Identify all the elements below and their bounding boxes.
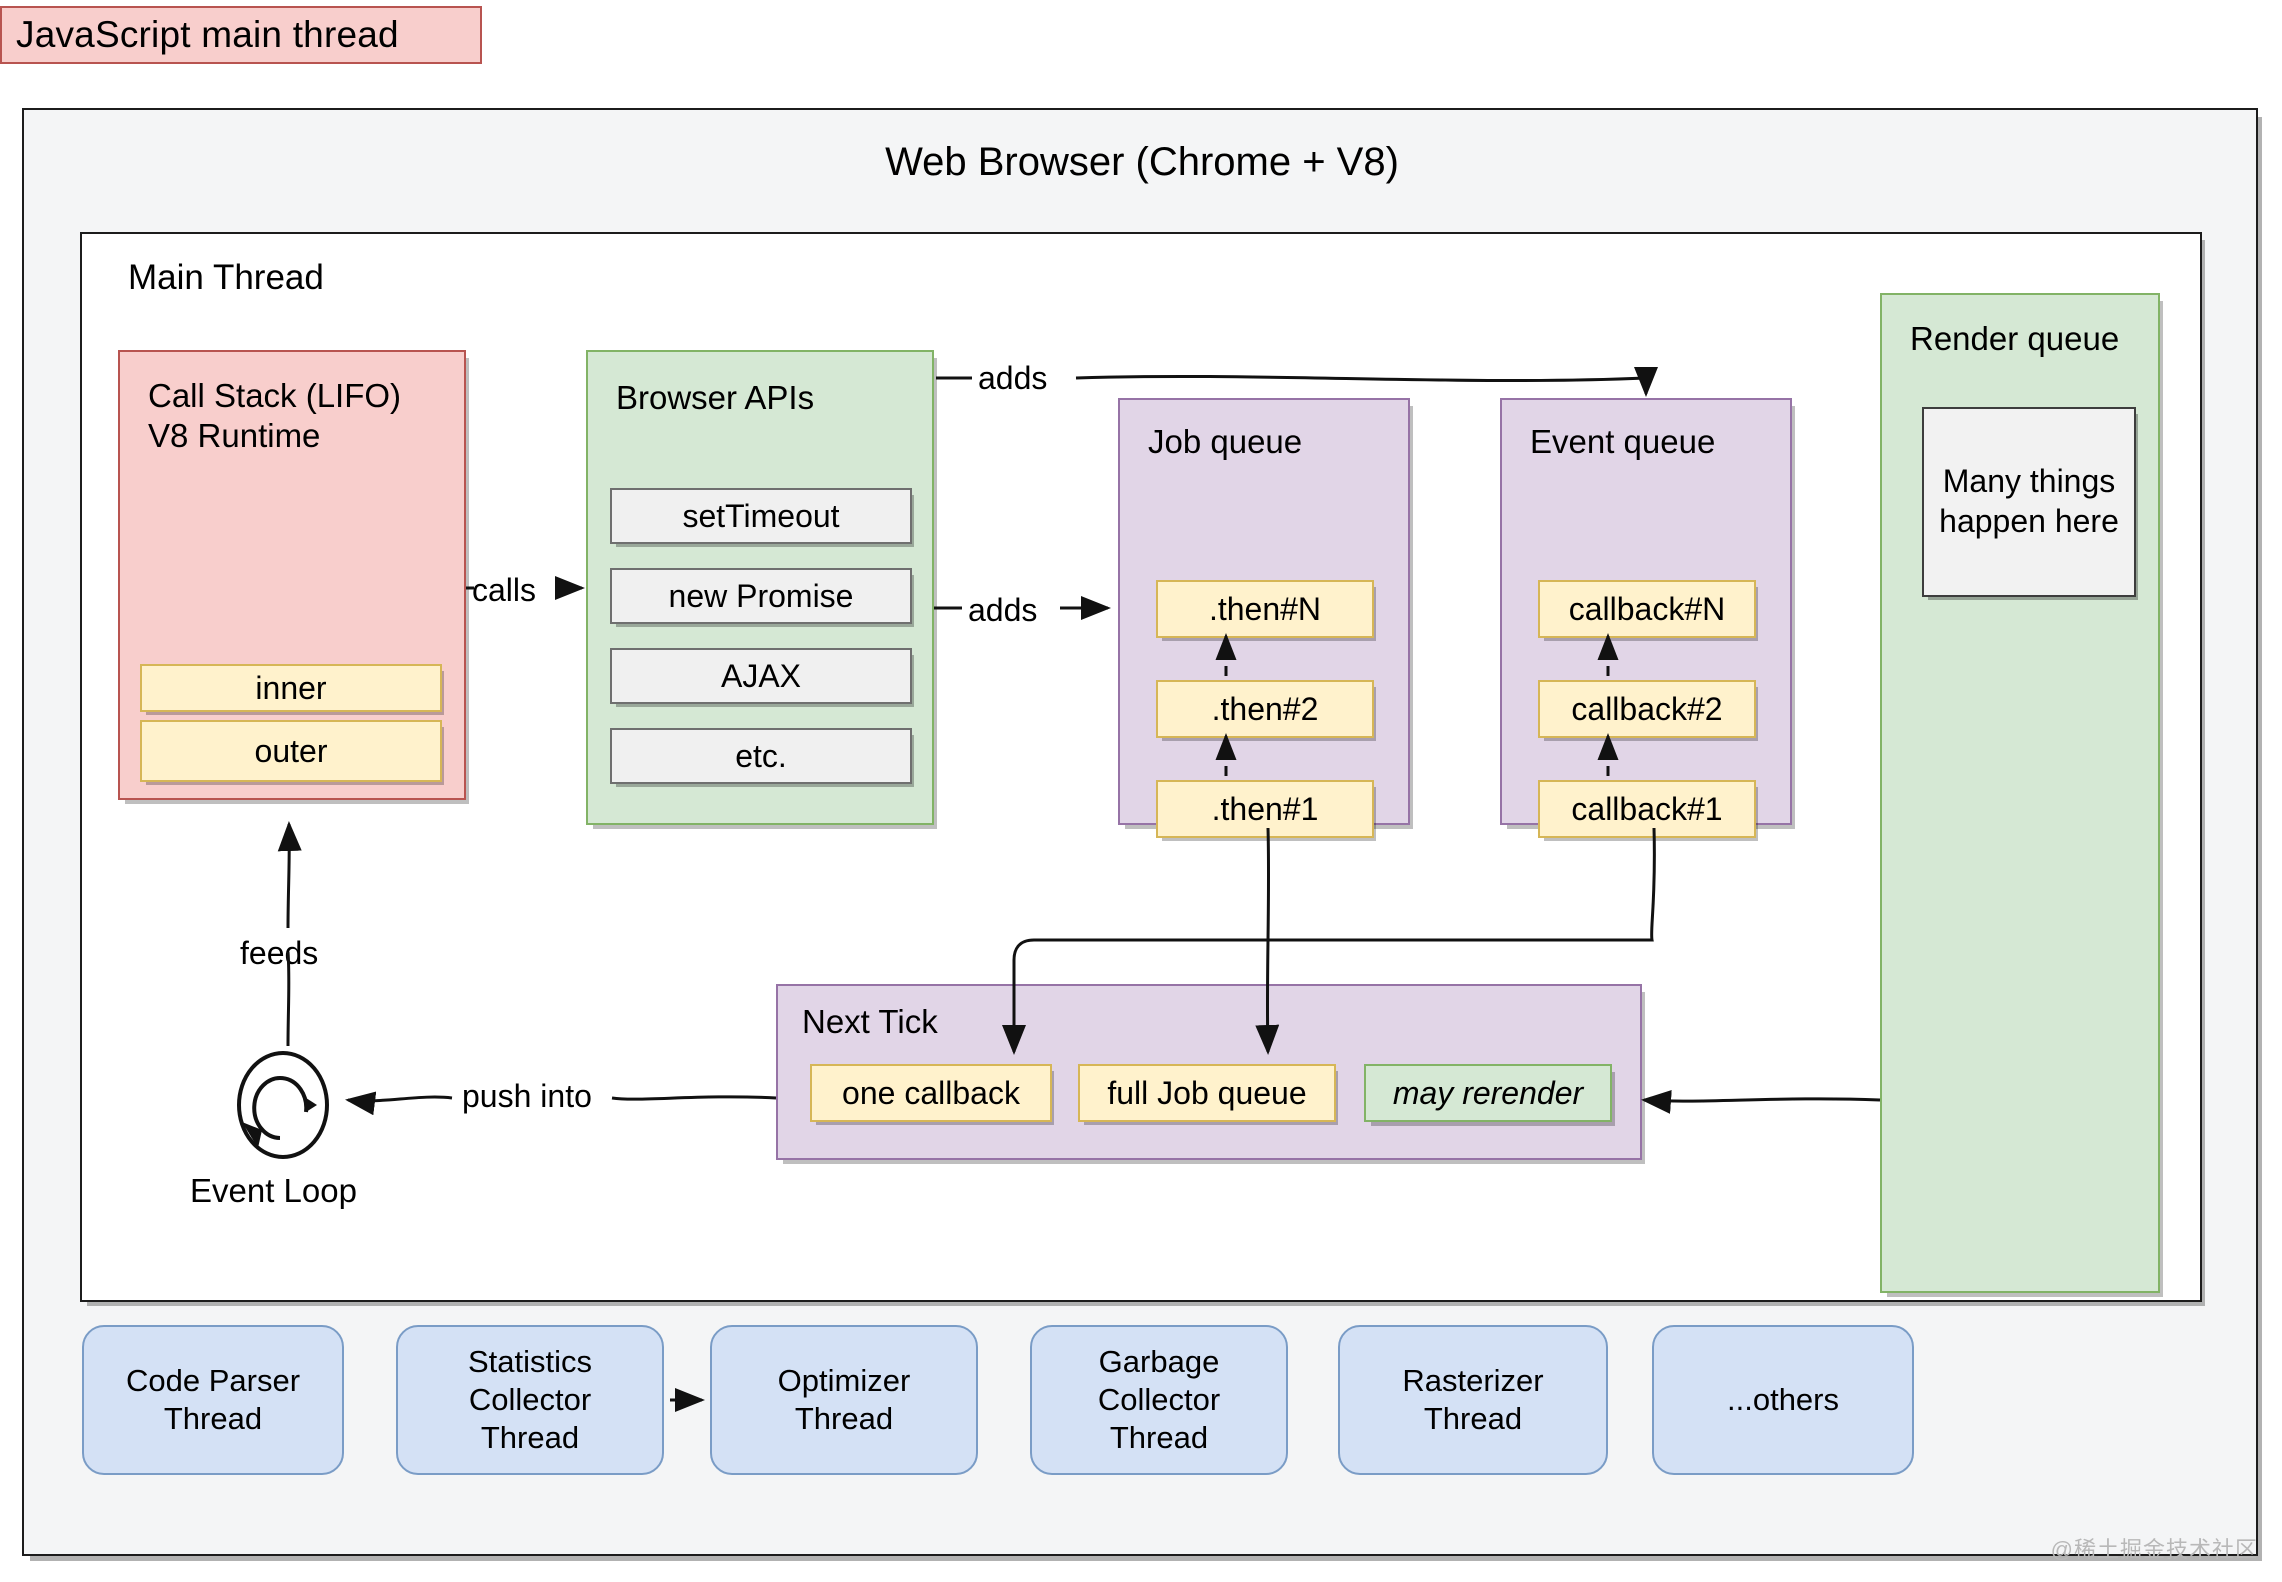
render-queue-inner-note: Many things happen here bbox=[1922, 407, 2136, 597]
browser-api-new-promise: new Promise bbox=[610, 568, 912, 624]
edge-label-calls: calls bbox=[472, 572, 537, 608]
call-stack-label: Call Stack (LIFO) V8 Runtime bbox=[148, 377, 402, 455]
event-queue-item-callback-1: callback#1 bbox=[1538, 780, 1756, 838]
render-queue-label: Render queue bbox=[1910, 320, 2120, 357]
thread-others: ...others bbox=[1652, 1325, 1914, 1475]
job-queue-item-then-n: .then#N bbox=[1156, 580, 1374, 638]
browser-api-etc: etc. bbox=[610, 728, 912, 784]
thread-optimizer: Optimizer Thread bbox=[710, 1325, 978, 1475]
next-tick-container: Next Tick one callback full Job queue ma… bbox=[776, 984, 1642, 1160]
call-stack-frame-outer: outer bbox=[140, 720, 442, 782]
thread-rasterizer: Rasterizer Thread bbox=[1338, 1325, 1608, 1475]
browser-api-settimeout: setTimeout bbox=[610, 488, 912, 544]
thread-garbage-collector: Garbage Collector Thread bbox=[1030, 1325, 1288, 1475]
job-queue-item-then-1: .then#1 bbox=[1156, 780, 1374, 838]
browser-title: Web Browser (Chrome + V8) bbox=[885, 140, 1399, 184]
job-queue-container: Job queue .then#N .then#2 .then#1 bbox=[1118, 398, 1410, 838]
thread-statistics-collector: Statistics Collector Thread bbox=[396, 1325, 664, 1475]
browser-apis-label: Browser APIs bbox=[616, 379, 815, 416]
render-queue-container: Render queue Many things happen here bbox=[1880, 293, 2160, 1293]
event-queue-item-callback-n: callback#N bbox=[1538, 580, 1756, 638]
event-loop-icon bbox=[228, 1050, 338, 1160]
watermark: @稀土掘金技术社区 bbox=[2050, 1537, 2258, 1562]
thread-code-parser: Code Parser Thread bbox=[82, 1325, 344, 1475]
browser-apis-container: Browser APIs setTimeout new Promise AJAX… bbox=[586, 350, 934, 825]
edge-label-adds-top: adds bbox=[978, 360, 1048, 396]
event-queue-container: Event queue callback#N callback#2 callba… bbox=[1500, 398, 1792, 838]
edge-label-feeds: feeds bbox=[240, 935, 319, 971]
next-tick-one-callback: one callback bbox=[810, 1064, 1052, 1122]
job-queue-item-then-2: .then#2 bbox=[1156, 680, 1374, 738]
next-tick-full-job-queue: full Job queue bbox=[1078, 1064, 1336, 1122]
call-stack-container: Call Stack (LIFO) V8 Runtime inner outer bbox=[118, 350, 466, 800]
browser-api-ajax: AJAX bbox=[610, 648, 912, 704]
event-queue-label: Event queue bbox=[1530, 423, 1716, 460]
edge-label-push-into: push into bbox=[462, 1078, 592, 1114]
next-tick-label: Next Tick bbox=[802, 1003, 938, 1040]
main-thread-label: Main Thread bbox=[128, 258, 324, 297]
call-stack-frame-inner: inner bbox=[140, 664, 442, 712]
job-queue-label: Job queue bbox=[1148, 423, 1303, 460]
next-tick-may-rerender: may rerender bbox=[1364, 1064, 1612, 1122]
edge-label-adds-mid: adds bbox=[968, 592, 1038, 628]
event-queue-item-callback-2: callback#2 bbox=[1538, 680, 1756, 738]
title-chip: JavaScript main thread bbox=[0, 6, 482, 64]
title-chip-label: JavaScript main thread bbox=[16, 14, 399, 55]
event-loop-label: Event Loop bbox=[190, 1172, 357, 1209]
